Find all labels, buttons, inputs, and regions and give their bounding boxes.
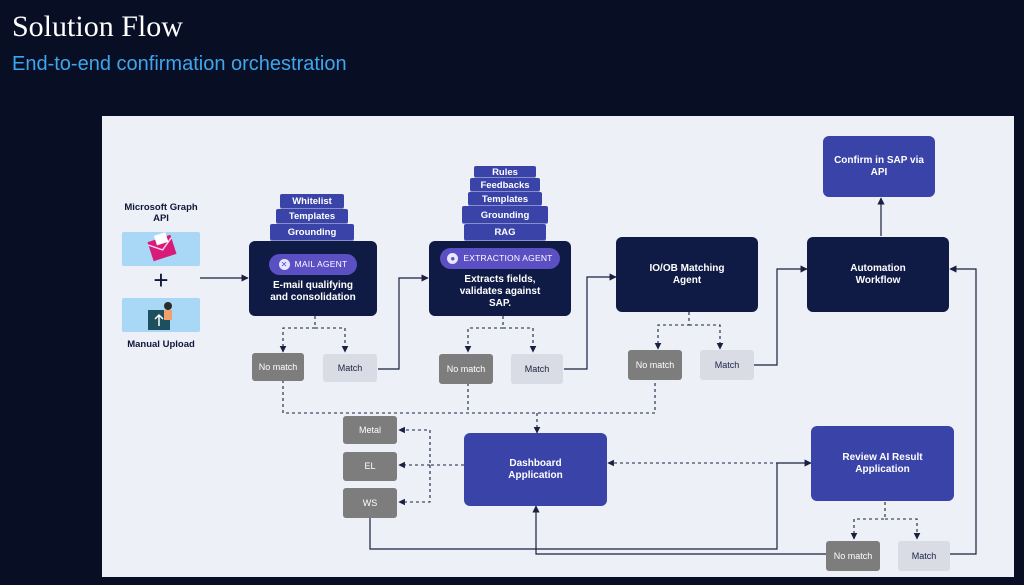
extraction-agent-pill: ● EXTRACTION AGENT <box>440 247 560 269</box>
upload-icon <box>148 302 172 330</box>
category-metal: Metal <box>343 416 397 444</box>
page-title: Solution Flow <box>12 10 183 43</box>
category-ws: WS <box>343 488 397 518</box>
extraction-agent-text: Extracts fields, validates against SAP. <box>459 273 541 309</box>
arrow-mail-match-to-extraction <box>378 274 429 370</box>
extraction-stack-feedbacks: Feedbacks <box>470 178 540 192</box>
dashboard-text: Dashboard Application <box>508 457 563 481</box>
automation-workflow-node: Automation Workflow <box>807 237 949 312</box>
arrow-review-nomatch-to-dashboard <box>532 505 826 555</box>
extraction-match: Match <box>511 354 563 384</box>
extraction-stack-grounding: Grounding <box>462 206 548 224</box>
graph-api-label: Microsoft Graph API <box>124 202 198 224</box>
review-match: Match <box>898 541 950 571</box>
mail-stack-whitelist: Whitelist <box>280 194 344 209</box>
matching-no-match: No match <box>628 350 682 380</box>
extraction-stack-rag: RAG <box>464 224 546 241</box>
extraction-agent-node: ● EXTRACTION AGENT Extracts fields, vali… <box>429 241 571 316</box>
matching-agent-node: IO/OB Matching Agent <box>616 237 758 312</box>
matching-agent-text: IO/OB Matching Agent <box>649 262 725 286</box>
mail-stack-grounding: Grounding <box>270 224 354 241</box>
microsoft-graph-tile <box>122 232 200 266</box>
arrow-review-match-to-automation <box>949 265 977 555</box>
gear-icon: ● <box>447 252 459 264</box>
review-ai-result-node: Review AI Result Application <box>811 426 954 501</box>
envelope-icon <box>147 232 177 262</box>
manual-upload-tile <box>122 298 200 332</box>
category-el: EL <box>343 452 397 481</box>
matching-match: Match <box>700 350 754 380</box>
extraction-no-match: No match <box>439 354 493 384</box>
mail-agent-pill: ✕ MAIL AGENT <box>269 253 357 275</box>
page-subtitle: End-to-end confirmation orchestration <box>12 53 347 75</box>
gear-icon: ✕ <box>278 258 290 270</box>
extraction-stack-rules: Rules <box>474 166 536 178</box>
mail-agent-text: E-mail qualifying and consolidation <box>270 279 356 303</box>
mail-stack-templates: Templates <box>276 209 348 224</box>
automation-text: Automation Workflow <box>850 262 906 286</box>
connector-lines <box>200 197 977 555</box>
review-text: Review AI Result Application <box>842 451 923 475</box>
mail-match: Match <box>323 354 377 382</box>
dashboard-application-node: Dashboard Application <box>464 433 607 506</box>
confirm-text: Confirm in SAP via API <box>834 154 924 178</box>
arrow-extraction-match-to-matching <box>564 273 617 370</box>
manual-upload-label: Manual Upload <box>127 339 195 350</box>
extraction-stack-templates: Templates <box>468 192 542 206</box>
confirm-sap-node: Confirm in SAP via API <box>823 136 935 197</box>
mail-no-match: No match <box>252 353 304 381</box>
flow-diagram: Microsoft Graph API + Manual Upload Whit… <box>102 116 1014 577</box>
plus-icon: + <box>153 265 169 295</box>
arrow-matching-match-to-automation <box>754 265 808 366</box>
mail-agent-node: ✕ MAIL AGENT E-mail qualifying and conso… <box>249 241 377 316</box>
review-no-match: No match <box>826 541 880 571</box>
